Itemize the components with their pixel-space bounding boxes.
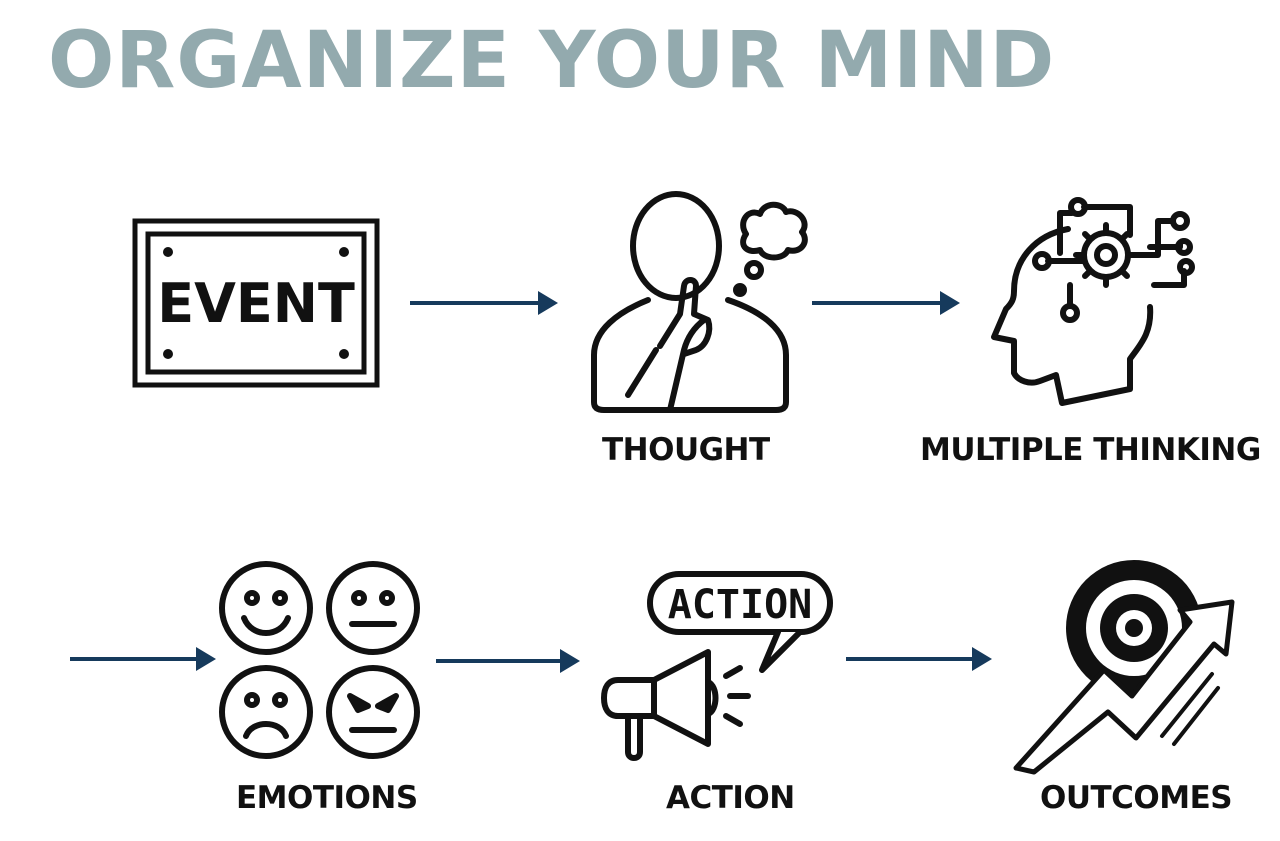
- action-bubble-text: ACTION: [668, 582, 813, 628]
- page-title: ORGANIZE YOUR MIND: [48, 16, 1056, 106]
- arrow-into-emotions: [70, 647, 216, 671]
- label-action: ACTION: [666, 780, 795, 816]
- arrow-event-to-thought: [410, 291, 558, 315]
- target-growth-arrow-icon: [1013, 560, 1235, 775]
- thinking-person-icon: [591, 191, 808, 413]
- arrow-thought-to-multiple-thinking: [812, 291, 960, 315]
- emotion-faces-icon: [219, 561, 420, 759]
- label-multiple-thinking: MULTIPLE THINKING: [920, 432, 1261, 468]
- event-sign-text: EVENT: [157, 272, 355, 335]
- head-gear-circuit-icon: [991, 197, 1195, 406]
- arrow-action-to-outcomes: [846, 647, 992, 671]
- label-emotions: EMOTIONS: [236, 780, 418, 816]
- sad-face-icon: [219, 665, 313, 759]
- happy-face-icon: [219, 561, 313, 655]
- arrow-emotions-to-action: [436, 649, 580, 673]
- angry-face-icon: [326, 665, 420, 759]
- neutral-face-icon: [326, 561, 420, 655]
- event-sign-icon: EVENT: [132, 218, 380, 388]
- label-outcomes: OUTCOMES: [1040, 780, 1233, 816]
- megaphone-icon: ACTION: [601, 571, 833, 761]
- label-thought: THOUGHT: [602, 432, 770, 468]
